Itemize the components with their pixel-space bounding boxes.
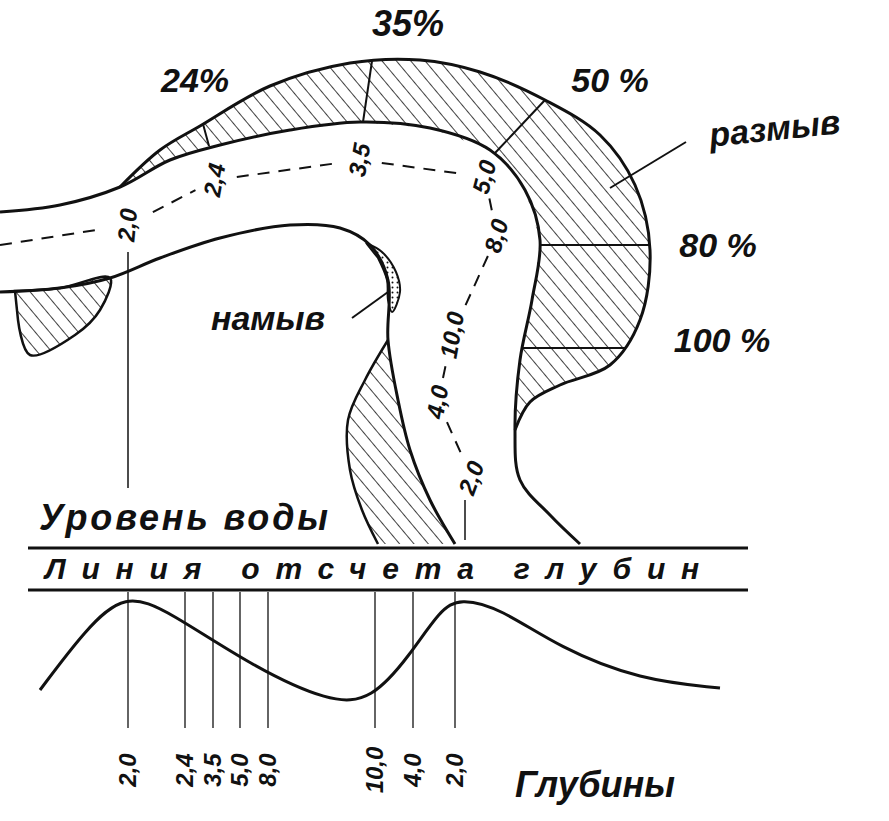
depth-number: 2,0: [115, 207, 142, 242]
erosion-bank: [347, 340, 388, 544]
bed-profile: [40, 601, 720, 700]
percent-label: 80 %: [679, 228, 757, 262]
depth-tick-line: [267, 592, 268, 728]
depth-axis-title: Глубины: [515, 767, 675, 803]
deposition-label: намыв: [211, 301, 325, 335]
zone-divider: [363, 61, 372, 122]
depth-axis-number: 4,0: [401, 753, 425, 786]
projection-line: [127, 252, 129, 488]
zone-divider: [203, 124, 209, 146]
erosion-zone: [347, 340, 455, 544]
percent-label: 35%: [372, 6, 444, 42]
water-level-line: [28, 547, 748, 550]
leader-line: [610, 142, 686, 188]
thalweg-line: [237, 163, 338, 177]
deposition-zone: [366, 243, 400, 312]
thalweg-line: [447, 422, 463, 458]
depth-axis-number: 2,0: [116, 753, 140, 786]
zone-divider: [522, 347, 626, 349]
percent-label: 100 %: [674, 323, 770, 357]
thalweg-line: [382, 163, 463, 174]
percent-label: 50 %: [571, 63, 649, 97]
thalweg-line: [465, 256, 488, 306]
leader-line: [352, 292, 388, 318]
river-bank: [0, 122, 580, 544]
depth-number: 4,0: [423, 383, 452, 420]
zone-divider: [495, 100, 545, 153]
depth-tick-line: [412, 592, 413, 728]
thalweg-line: [489, 199, 492, 215]
depth-tick-line: [127, 592, 128, 728]
depth-axis-number: 3,5: [201, 753, 225, 786]
thalweg-line: [153, 190, 196, 212]
river-bank: [0, 224, 455, 544]
depth-tick-line: [454, 592, 455, 728]
depth-axis-number: 2,0: [443, 753, 467, 786]
depth-axis-number: 8,0: [256, 753, 280, 786]
projection-line: [464, 500, 466, 540]
percent-label: 24%: [161, 63, 229, 97]
depth-axis-number: 2,4: [173, 753, 197, 786]
depth-tick-line: [184, 592, 185, 728]
erosion-label: размыв: [708, 104, 842, 152]
depth-tick-line: [212, 592, 213, 728]
depth-tick-line: [239, 592, 240, 728]
thalweg-line: [443, 366, 446, 380]
zone-divider: [540, 244, 650, 246]
depth-reference-line: [28, 589, 748, 592]
water-level-label: Уровень воды: [39, 500, 331, 536]
thalweg-line: [0, 229, 100, 245]
depth-number: 5,0: [469, 158, 501, 196]
erosion-bank: [120, 59, 650, 430]
depth-tick-line: [374, 592, 375, 728]
depth-number: 2,0: [455, 458, 489, 498]
depth-axis-number: 10,0: [363, 747, 387, 794]
depth-number: 2,4: [200, 161, 229, 198]
depth-number: 8,0: [481, 217, 513, 255]
depth-number: 10,0: [436, 310, 468, 360]
depth-axis-number: 5,0: [228, 753, 252, 786]
depth-number: 3,5: [345, 141, 374, 178]
reference-line-label: Линия отсчета глубин: [45, 554, 715, 584]
